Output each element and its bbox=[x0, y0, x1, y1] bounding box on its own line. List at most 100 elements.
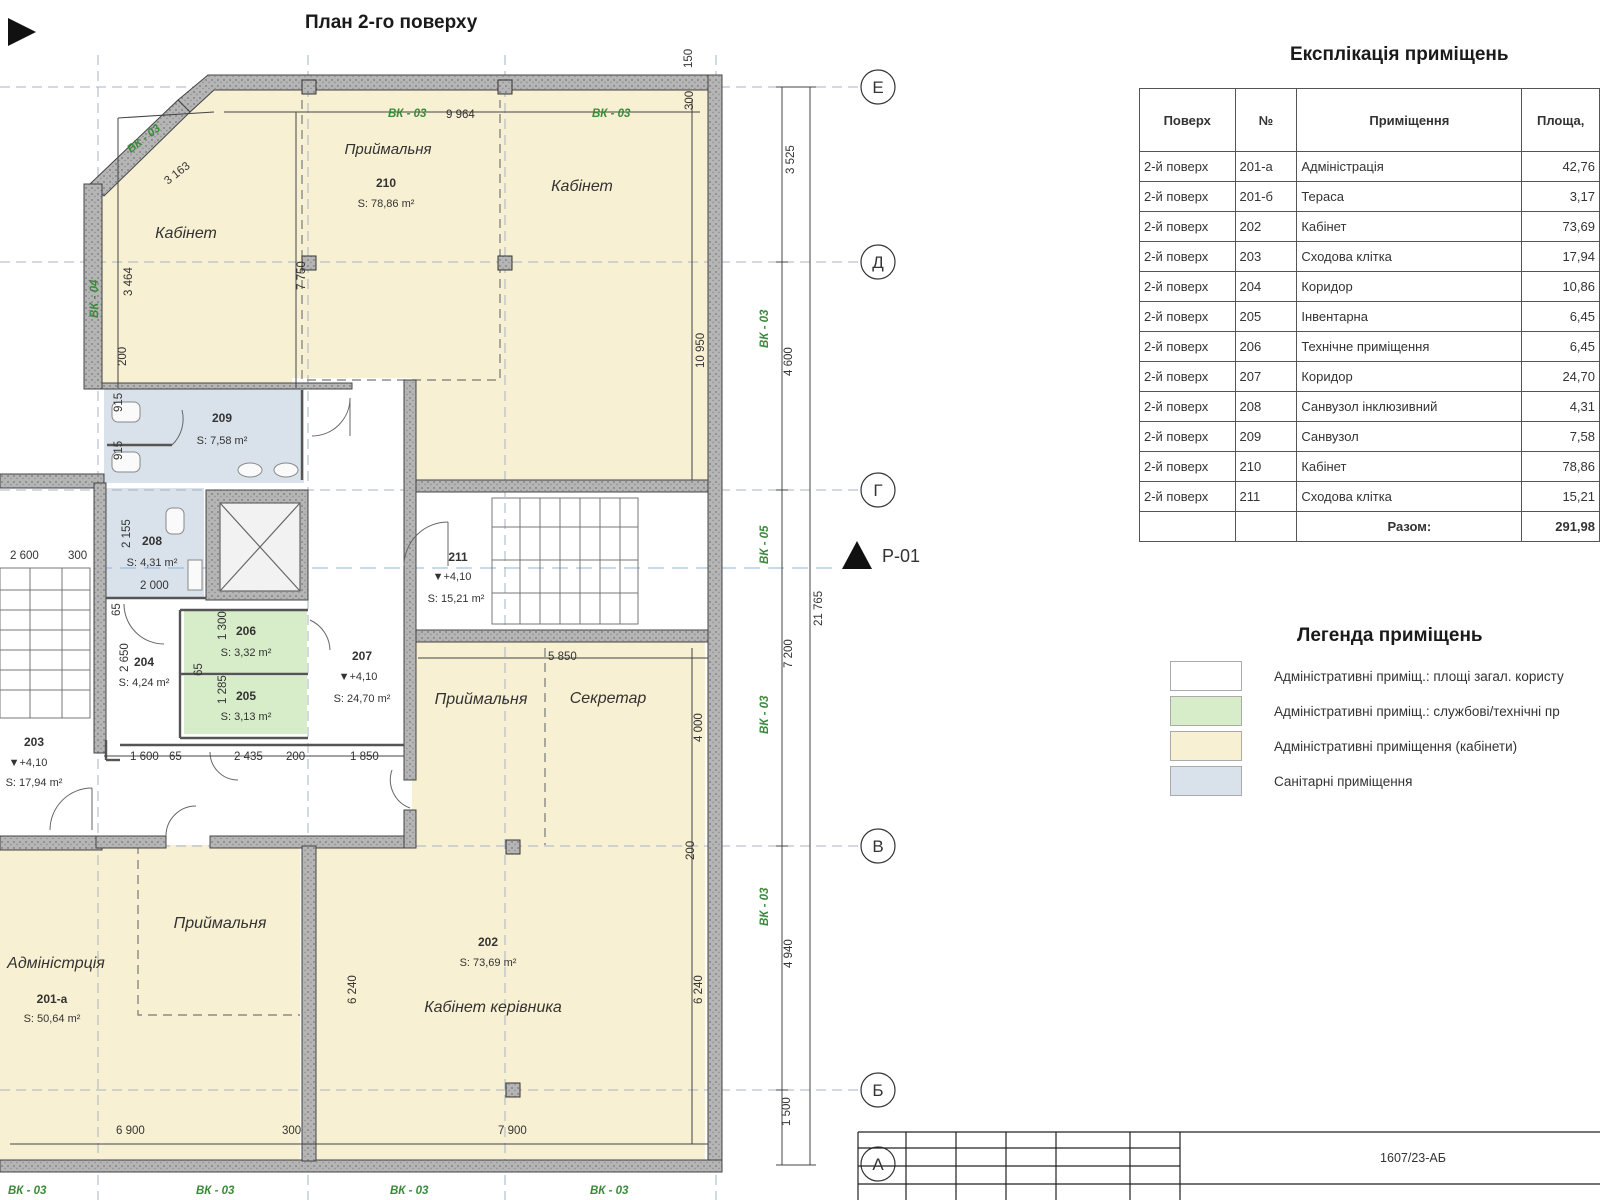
explication-cell: 201-б bbox=[1234, 181, 1298, 212]
room-209-area: S: 7,58 m² bbox=[197, 435, 248, 447]
dim-200-a: 200 bbox=[117, 347, 129, 366]
explication-cell: 2-й поверх bbox=[1139, 151, 1236, 182]
explication-cell: Сходова клітка bbox=[1296, 241, 1523, 272]
dim-21765: 21 765 bbox=[813, 591, 825, 626]
explication-cell: Сходова клітка bbox=[1296, 481, 1523, 512]
dim-3464: 3 464 bbox=[123, 267, 135, 296]
explication-header-cell: Поверх bbox=[1139, 88, 1236, 152]
room-203-area: S: 17,94 m² bbox=[6, 777, 63, 789]
room-201a-area: S: 50,64 m² bbox=[24, 1013, 81, 1025]
dim-1600: 1 600 bbox=[130, 751, 159, 763]
axis-label-d: Д bbox=[872, 253, 884, 272]
room-205-number: 205 bbox=[236, 689, 256, 703]
room-202-number: 202 bbox=[478, 935, 498, 949]
explication-cell: 2-й поверх bbox=[1139, 481, 1236, 512]
stairs-211 bbox=[491, 497, 639, 625]
wall-mark-bk05: ВК - 05 bbox=[759, 525, 771, 564]
dim-1850: 1 850 bbox=[350, 751, 379, 763]
dim-65-b: 65 bbox=[111, 603, 123, 616]
axis-label-v: В bbox=[872, 837, 883, 856]
explication-cell: 210 bbox=[1234, 451, 1298, 482]
explication-cell: 202 bbox=[1234, 211, 1298, 242]
explication-cell: 203 bbox=[1234, 241, 1298, 272]
dim-7900: 7 900 bbox=[498, 1125, 527, 1137]
explication-cell: 205 bbox=[1234, 301, 1298, 332]
room-209-number: 209 bbox=[212, 411, 232, 425]
dim-150: 150 bbox=[683, 49, 695, 68]
room-210-number: 210 bbox=[376, 176, 396, 190]
explication-cell: Санвузол інклюзивний bbox=[1296, 391, 1523, 422]
explication-cell: 2-й поверх bbox=[1139, 391, 1236, 422]
explication-cell: 2-й поверх bbox=[1139, 271, 1236, 302]
room-207-level: ▼+4,10 bbox=[339, 671, 378, 683]
legend-item: Санітарні приміщення bbox=[1170, 765, 1412, 797]
explication-total-value: 291,98 bbox=[1521, 511, 1600, 542]
legend-label: Адміністративні приміщ.: службові/техніч… bbox=[1274, 703, 1560, 719]
legend-label: Адміністративні приміщення (кабінети) bbox=[1274, 738, 1518, 754]
room-fills bbox=[0, 80, 720, 1165]
explication-cell: 4,31 bbox=[1521, 391, 1600, 422]
axis-label-b: Б bbox=[872, 1081, 883, 1100]
dim-4600: 4 600 bbox=[783, 347, 795, 376]
dim-4000: 4 000 bbox=[693, 713, 705, 742]
legend-swatch bbox=[1170, 731, 1242, 761]
room-204-number: 204 bbox=[134, 655, 154, 669]
stamp-code: 1607/23-АБ bbox=[1380, 1151, 1446, 1165]
room-207-area: S: 24,70 m² bbox=[334, 693, 391, 705]
wall-mark-bk03-f: ВК - 03 bbox=[759, 887, 771, 926]
explication-cell: Коридор bbox=[1296, 361, 1523, 392]
dim-4940: 4 940 bbox=[783, 939, 795, 968]
explication-header-cell: Приміщення bbox=[1296, 88, 1523, 152]
explication-cell: Санвузол bbox=[1296, 421, 1523, 452]
room-206-area: S: 3,32 m² bbox=[221, 647, 272, 659]
room-210-name: Приймальня bbox=[345, 141, 432, 158]
axis-bubbles bbox=[860, 69, 896, 1182]
dim-2600: 2 600 bbox=[10, 550, 39, 562]
room-201a-name: Адміністрція bbox=[6, 955, 105, 972]
explication-cell: Технічне приміщення bbox=[1296, 331, 1523, 362]
explication-cell: 2-й поверх bbox=[1139, 451, 1236, 482]
section-arrow-icon bbox=[842, 541, 872, 569]
dim-915-b: 915 bbox=[113, 441, 125, 460]
room-202-area: S: 73,69 m² bbox=[460, 957, 517, 969]
explication-header-cell: Площа, bbox=[1521, 88, 1600, 152]
explication-cell: Інвентарна bbox=[1296, 301, 1523, 332]
room-208-fill bbox=[104, 488, 204, 598]
wall-mark-bk04: ВК - 04 bbox=[89, 279, 101, 318]
explication-cell: Тераса bbox=[1296, 181, 1523, 212]
room-207-number: 207 bbox=[352, 649, 372, 663]
explication-cell: 42,76 bbox=[1521, 151, 1600, 182]
room-205-area: S: 3,13 m² bbox=[221, 711, 272, 723]
dim-2000: 2 000 bbox=[140, 580, 169, 592]
wall-mark-bk03-d: ВК - 03 bbox=[759, 309, 771, 348]
explication-cell: 2-й поверх bbox=[1139, 421, 1236, 452]
elevator-shaft bbox=[219, 502, 301, 592]
wall-mark-bk03-h: ВК - 03 bbox=[196, 1185, 235, 1197]
legend-label: Адміністративні приміщ.: площі загал. ко… bbox=[1274, 668, 1564, 684]
dim-2650: 2 650 bbox=[119, 643, 131, 672]
explication-cell: Кабінет bbox=[1296, 211, 1523, 242]
wall-mark-bk03-g: ВК - 03 bbox=[8, 1185, 47, 1197]
stairs-203 bbox=[0, 567, 91, 719]
dim-200-c: 200 bbox=[685, 841, 697, 860]
explication-cell: 2-й поверх bbox=[1139, 331, 1236, 362]
room-210-area: S: 78,86 m² bbox=[358, 198, 415, 210]
wall-mark-bk03-e: ВК - 03 bbox=[759, 695, 771, 734]
dim-7750: 7 750 bbox=[296, 261, 308, 290]
plan-title: План 2-го поверху bbox=[305, 12, 478, 33]
room-reception-middle: Приймальня bbox=[435, 691, 528, 708]
explication-total-row: Разом:291,98 bbox=[1139, 511, 1600, 542]
explication-cell: 2-й поверх bbox=[1139, 301, 1236, 332]
doors bbox=[49, 397, 449, 837]
explication-cell: 209 bbox=[1234, 421, 1298, 452]
section-label: Р-01 bbox=[882, 546, 920, 566]
